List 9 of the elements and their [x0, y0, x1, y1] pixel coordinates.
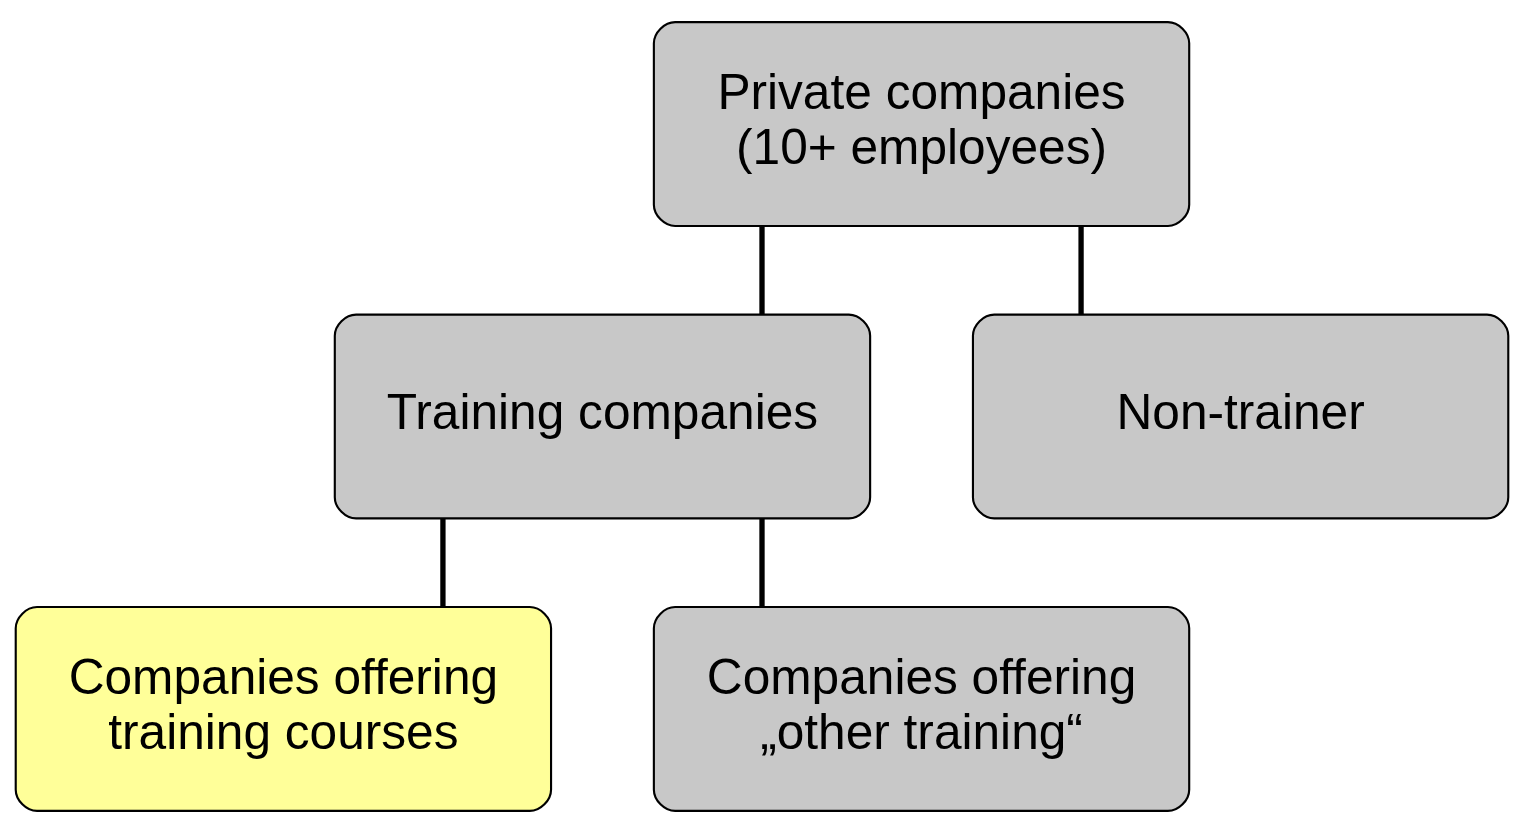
connector — [1078, 226, 1084, 315]
node-box: Non-trainer — [971, 313, 1510, 520]
connector — [440, 518, 446, 607]
node-box: Training companies — [333, 313, 872, 520]
node-box: Private companies (10+ employees) — [652, 21, 1191, 227]
connector — [759, 518, 765, 607]
node-box: Companies offering training courses — [14, 606, 553, 812]
connector — [759, 226, 765, 315]
node-box: Companies offering „other training“ — [652, 606, 1191, 812]
